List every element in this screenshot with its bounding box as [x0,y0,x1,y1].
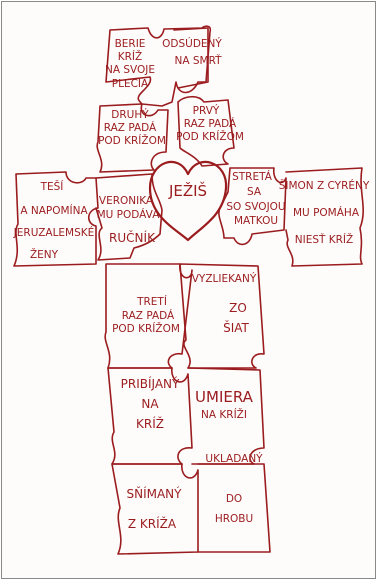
station-label-pribijany-2: NA [141,397,159,411]
heart-outline [148,160,228,242]
station-label-berie-4: PLECIA [112,78,149,90]
puzzle-piece-outline-lower-left [104,263,193,369]
station-label-simon-1: ŠIMON Z CYRÉNY [279,179,370,192]
station-label-pribijany-3: KRÍŽ [136,416,164,431]
station-label-vyzliekany-3: ŠIAT [223,320,249,335]
station-label-veronika-2: MU PODÁVA [97,208,161,221]
station-label-streta-1: STRETÁ [232,170,273,183]
station-label-prvy-2: RAZ PADÁ [184,117,237,130]
station-label-streta-3: SO SVOJOU [226,201,285,213]
puzzle-piece-outline-upper-right [177,95,235,167]
station-label-treti-2: RAZ PADÁ [122,309,175,322]
puzzle-piece-outline-upper-left [96,103,169,173]
station-label-druhy-3: POD KRÍŽOM [98,134,166,147]
station-label-simon-2: MU POMÁHA [293,206,360,219]
center-title-jezis: JEŽIŠ [168,181,207,200]
station-label-tesi-3: JERUZALEMSKÉ [13,226,95,239]
station-label-prvy-3: POD KRÍŽOM [176,130,244,143]
puzzle-piece-outline-right-mid [218,167,287,246]
station-label-tesi-2: A NAPOMÍNA [20,204,88,217]
puzzle-piece-outline-base-left [111,463,199,555]
station-label-berie-1: BERIE [115,38,146,50]
station-label-pribijany-1: PRIBÍJANÝ [121,376,180,391]
station-label-prvy-1: PRVÝ [193,104,220,117]
puzzle-piece-outline-bottom-left [107,367,193,465]
station-label-vyzliekany-2: ZO [229,301,247,315]
puzzle-piece-outline-top [105,25,212,107]
station-label-treti-1: TRETÍ [136,295,167,308]
puzzle-piece-outline-left-mid [95,173,163,261]
station-label-snimany-2: Z KRÍŽA [128,516,177,531]
station-label-treti-3: POD KRÍŽOM [112,322,180,335]
station-label-umiera-2: NA KRÍŽI [201,408,247,421]
station-label-simon-3: NIESŤ KRÍŽ [295,233,353,246]
station-label-snimany-1: SŇÍMANÝ [126,486,182,501]
station-label-tesi-1: TEŠÍ [40,180,64,193]
station-label-streta-2: SA [247,186,262,198]
puzzle-piece-outline-lower-right [179,263,265,369]
puzzle-piece-outline-right [285,167,364,267]
station-label-ukladany-2: DO [226,493,242,505]
station-label-odsudeny-1: ODSÚDENÝ [162,37,222,50]
puzzle-piece-outline-left [13,171,99,267]
station-label-vyzliekany-1: VYZLIEKANÝ [192,272,257,285]
station-label-berie-3: NA SVOJE [105,64,155,76]
station-label-umiera-1: UMIERA [195,388,254,406]
station-label-veronika-1: VERONIKA [99,195,154,207]
station-label-ukladany-1: UKLADANÝ [205,452,263,465]
station-label-streta-4: MATKOU [234,215,278,227]
station-label-veronika-3: RUČNÍK [109,230,156,245]
station-label-ukladany-3: HROBU [215,513,253,525]
station-label-berie-2: KRÍŽ [118,50,142,63]
station-label-odsudeny-2: NA SMRŤ [174,54,222,67]
station-label-druhy-2: RAZ PADÁ [104,121,157,134]
station-label-druhy-1: DRUHÝ [111,108,149,121]
puzzle-piece-outline-base-right [197,463,271,553]
station-label-tesi-4: ŽENY [30,248,59,261]
puzzle-piece-outline-top-right [173,27,209,89]
